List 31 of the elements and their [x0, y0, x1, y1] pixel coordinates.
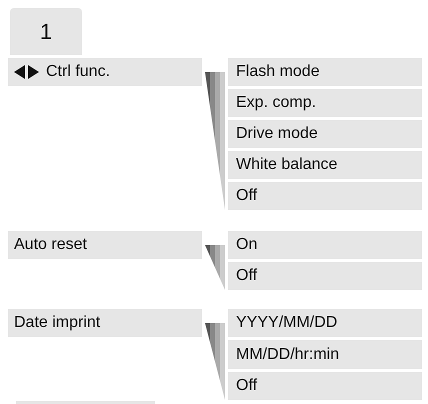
- menu-option: [228, 89, 422, 117]
- menu-label: Off: [236, 267, 258, 285]
- menu-option: [228, 262, 422, 290]
- menu-option: [228, 120, 422, 148]
- menu-option: [228, 231, 422, 259]
- menu-option: [228, 340, 422, 369]
- menu-label: Off: [236, 187, 258, 205]
- menu-option: [228, 372, 422, 400]
- menu-label: Auto reset: [14, 236, 87, 254]
- menu-item: [8, 309, 202, 337]
- menu-label: White balance: [236, 156, 338, 174]
- menu-label: Flash mode: [236, 63, 320, 81]
- submenu-bracket: [205, 72, 225, 210]
- menu-label: Exp. comp.: [236, 94, 316, 112]
- menu-label: Off: [236, 377, 258, 395]
- menu-label: Drive mode: [236, 125, 318, 143]
- menu-tab: [10, 8, 82, 55]
- menu-item: [8, 231, 202, 259]
- menu-option: [228, 309, 422, 337]
- menu-label: On: [236, 236, 258, 254]
- submenu-bracket: [205, 323, 225, 400]
- menu-label: 1: [40, 18, 52, 44]
- menu-option: [228, 58, 422, 86]
- menu-item: [8, 58, 202, 86]
- menu-label: Ctrl func.: [46, 63, 110, 81]
- menu-option: [228, 182, 422, 210]
- submenu-bracket: [205, 245, 225, 290]
- menu-label: MM/DD/hr:min: [236, 346, 340, 364]
- menu-label: YYYY/MM/DD: [236, 314, 338, 332]
- menu-option: [228, 151, 422, 179]
- menu-label: Date imprint: [14, 314, 100, 332]
